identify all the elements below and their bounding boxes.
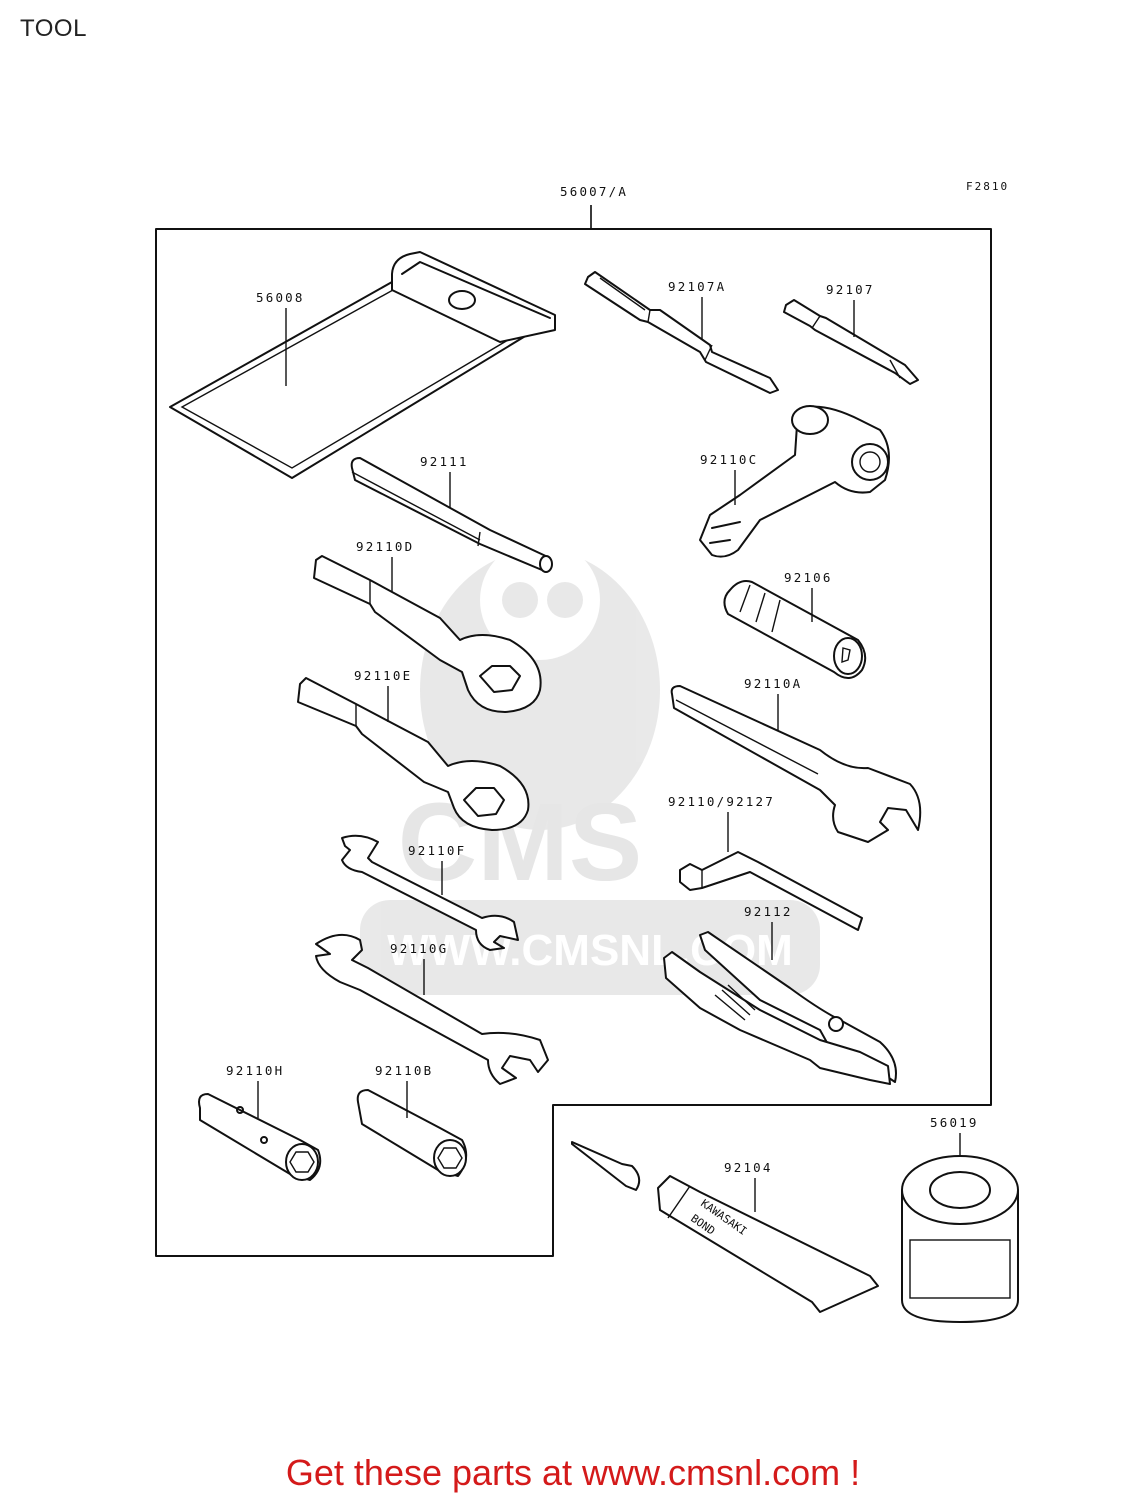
part-number-spoke-wrench[interactable]: 92110C (700, 452, 758, 467)
box-wrench-e-drawing (297, 677, 530, 831)
part-callout-plug-socket-h: 92110H (226, 1063, 284, 1118)
part-labels: 56007/A 56008 92107A 92107 92111 92110C 92110D… (226, 184, 979, 1212)
part-number-plug-socket-h[interactable]: 92110H (226, 1063, 284, 1078)
part-callout-open-wrench-a: 92110A (744, 676, 802, 730)
figure-code: F2810 (966, 180, 1009, 193)
cement-drawing: KAWASAKI BOND (571, 1141, 879, 1313)
part-number-pliers[interactable]: 92112 (744, 904, 793, 919)
part-number-screwdriver-phillips[interactable]: 92107 (826, 282, 875, 297)
box-wrench-d-drawing (313, 555, 542, 713)
pliers-drawing (663, 931, 897, 1085)
open-wrench-a-drawing (670, 685, 922, 843)
part-number-open-wrench-g[interactable]: 92110G (390, 941, 448, 956)
part-number-open-wrench-f[interactable]: 92110F (408, 843, 466, 858)
part-callout-box-wrench-d: 92110D (356, 539, 414, 592)
part-callout-screwdriver-phillips: 92107 (826, 282, 875, 337)
part-callout-cement: 92104 (724, 1160, 773, 1212)
part-callout-screwdriver-flat: 92107A (668, 279, 726, 340)
part-callout-open-wrench-g: 92110G (390, 941, 448, 995)
hex-key-drawing (679, 851, 863, 931)
part-number-kit[interactable]: 56007/A (560, 184, 628, 199)
part-callout-pliers: 92112 (744, 904, 793, 960)
part-number-open-wrench-a[interactable]: 92110A (744, 676, 802, 691)
part-number-cement[interactable]: 92104 (724, 1160, 773, 1175)
part-callout-hex-key: 92110/92127 (668, 794, 775, 852)
part-number-patch-kit[interactable]: 56019 (930, 1115, 979, 1130)
part-number-tommy-bar[interactable]: 92111 (420, 454, 469, 469)
part-callout-socket-adapter: 92106 (784, 570, 833, 622)
open-wrench-f-drawing (341, 834, 519, 951)
part-number-hex-key[interactable]: 92110/92127 (668, 794, 775, 809)
patch-kit-drawing (901, 1155, 1019, 1323)
part-callout-plug-socket-b: 92110B (375, 1063, 433, 1118)
part-number-screwdriver-flat[interactable]: 92107A (668, 279, 726, 294)
part-callout-tommy-bar: 92111 (420, 454, 469, 508)
part-number-box-wrench-d[interactable]: 92110D (356, 539, 414, 554)
open-wrench-g-drawing (315, 933, 549, 1085)
part-callout-spoke-wrench: 92110C (700, 452, 758, 505)
spoke-wrench-drawing (699, 405, 890, 558)
socket-adapter-drawing (723, 580, 867, 679)
screwdriver-phillips-drawing (783, 299, 919, 385)
screwdriver-flat-drawing (584, 271, 779, 394)
part-callout-kit: 56007/A (560, 184, 628, 229)
part-number-plug-socket-b[interactable]: 92110B (375, 1063, 433, 1078)
plug-socket-h-drawing (198, 1093, 322, 1181)
part-number-socket-adapter[interactable]: 92106 (784, 570, 833, 585)
part-callout-patch-kit: 56019 (930, 1115, 979, 1156)
part-number-tool-bag[interactable]: 56008 (256, 290, 305, 305)
kit-boundary (155, 228, 992, 1257)
footer-link[interactable]: Get these parts at www.cmsnl.com ! (285, 1452, 861, 1493)
tommy-bar-drawing (350, 457, 553, 573)
tool-bag-drawing (169, 251, 556, 479)
part-callout-box-wrench-e: 92110E (354, 668, 412, 722)
part-callout-tool-bag: 56008 (256, 290, 305, 386)
part-number-box-wrench-e[interactable]: 92110E (354, 668, 412, 683)
page-title: TOOL (20, 15, 87, 42)
plug-socket-b-drawing (356, 1089, 468, 1177)
part-callout-open-wrench-f: 92110F (408, 843, 466, 895)
